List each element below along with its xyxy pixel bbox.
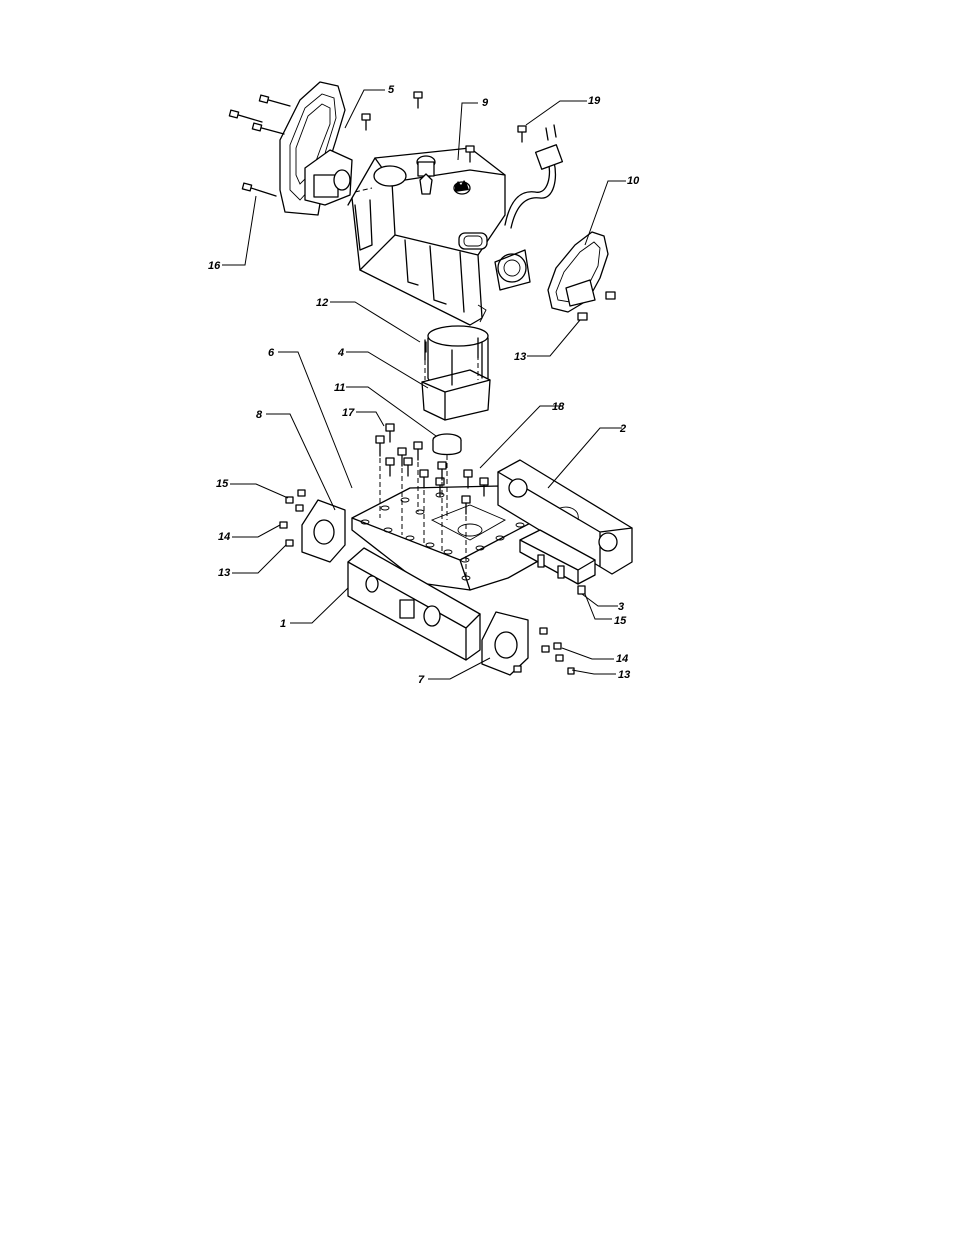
callout-3: 3 bbox=[618, 601, 624, 613]
callout-7: 7 bbox=[418, 674, 425, 686]
callout-14-right: 14 bbox=[616, 653, 628, 665]
callout-14-left: 14 bbox=[218, 531, 230, 543]
callout-13-left: 13 bbox=[218, 567, 230, 579]
callout-15-right: 15 bbox=[614, 615, 627, 627]
callout-13-top: 13 bbox=[514, 351, 526, 363]
left-end-plate bbox=[302, 500, 345, 562]
callout-17: 17 bbox=[342, 407, 355, 419]
callout-1: 1 bbox=[280, 618, 286, 630]
left-side-cover bbox=[280, 82, 352, 215]
callout-6: 6 bbox=[268, 347, 275, 359]
callout-16: 16 bbox=[208, 260, 221, 272]
callout-2: 2 bbox=[619, 423, 626, 435]
callout-15-left: 15 bbox=[216, 478, 229, 490]
callout-11: 11 bbox=[334, 382, 345, 394]
callout-8: 8 bbox=[256, 409, 263, 421]
callout-13-right: 13 bbox=[618, 669, 630, 681]
callout-9: 9 bbox=[482, 97, 489, 109]
callout-5: 5 bbox=[388, 84, 395, 96]
callout-10: 10 bbox=[627, 175, 640, 187]
motor-housing bbox=[348, 148, 505, 325]
motor-unit bbox=[422, 326, 490, 455]
callout-12: 12 bbox=[316, 297, 328, 309]
callout-4: 4 bbox=[337, 347, 344, 359]
callout-18: 18 bbox=[552, 401, 565, 413]
callout-19: 19 bbox=[588, 95, 601, 107]
right-side-cover bbox=[548, 232, 608, 312]
